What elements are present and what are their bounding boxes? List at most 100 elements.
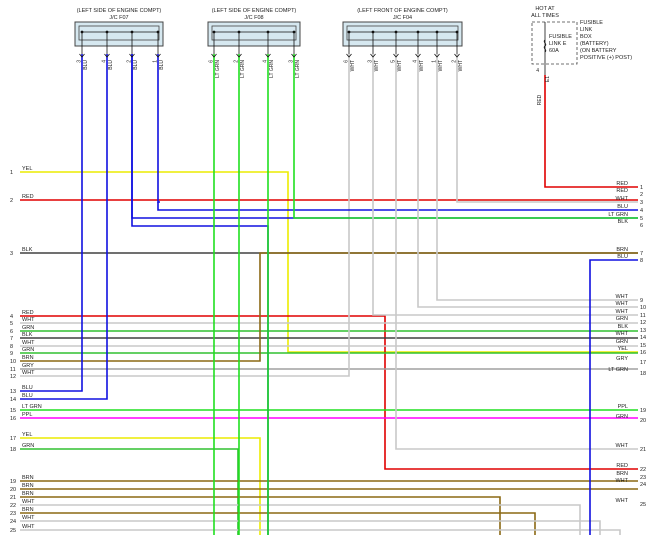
right-wire-label: BLU bbox=[617, 204, 628, 210]
fuse-box-description: POSITIVE (+) POST) bbox=[580, 55, 632, 61]
connector-pin-number: 4 bbox=[102, 60, 108, 63]
wire-blu bbox=[20, 54, 108, 400]
connector-location-label: (LEFT SIDE OF ENGINE COMPT) bbox=[212, 8, 297, 14]
connector-pin-wire-label: LT GRN bbox=[295, 60, 301, 78]
connector-pin-wire-label: BLU bbox=[133, 60, 139, 70]
splice-dot bbox=[455, 30, 459, 34]
splice-dot bbox=[156, 30, 160, 34]
connector-pin-number: 2 bbox=[127, 60, 133, 63]
splice-dot bbox=[347, 30, 351, 34]
pin-chevron bbox=[370, 53, 376, 58]
left-wire-number: 18 bbox=[10, 447, 16, 453]
splice-dot bbox=[371, 30, 375, 34]
right-wire-label: PPL bbox=[618, 404, 628, 410]
pin-chevron bbox=[265, 53, 271, 58]
left-wire-number: 4 bbox=[10, 314, 13, 320]
fusible-link-symbol bbox=[543, 39, 547, 53]
pin-chevron bbox=[454, 53, 460, 58]
right-wire-label: YEL bbox=[618, 346, 628, 352]
connector-pin-number: 2 bbox=[452, 60, 458, 63]
connector-id-label: J/C F08 bbox=[244, 15, 263, 21]
left-wire-label: BLU bbox=[22, 385, 33, 391]
pin-chevron bbox=[415, 53, 421, 58]
connector-pin-number: 6 bbox=[209, 60, 215, 63]
right-wire-number: 18 bbox=[640, 371, 646, 377]
right-wire-label: RED bbox=[616, 463, 628, 469]
connector-pin-number: 4 bbox=[413, 60, 419, 63]
connector-inner-frame bbox=[211, 25, 297, 41]
left-wire-label: BLU bbox=[22, 393, 33, 399]
right-wire-number: 2 bbox=[640, 192, 643, 198]
connector-pin-wire-label: LT GRN bbox=[240, 60, 246, 78]
connector-pin-wire-label: BLU bbox=[159, 60, 165, 70]
right-wire-number: 23 bbox=[640, 475, 646, 481]
wire-wht bbox=[456, 54, 638, 203]
hot-at-label: HOT AT bbox=[535, 6, 555, 12]
left-wire-label: WHT bbox=[22, 340, 35, 346]
left-wire-label: GRN bbox=[22, 325, 34, 331]
right-wire-number: 20 bbox=[640, 418, 646, 424]
left-wire-label: WHT bbox=[22, 317, 35, 323]
fusible-link-id: LINK E bbox=[549, 41, 567, 47]
left-wire-label: YEL bbox=[22, 166, 32, 172]
left-wire-label: LT GRN bbox=[22, 404, 42, 410]
left-wire-number: 3 bbox=[10, 251, 13, 257]
left-wire-number: 1 bbox=[10, 170, 13, 176]
right-wire-label: WHT bbox=[615, 478, 628, 484]
right-wire-label: RED bbox=[616, 188, 628, 194]
right-wire-label: WHT bbox=[615, 498, 628, 504]
left-wire-number: 7 bbox=[10, 336, 13, 342]
connector-pin-wire-label: LT GRN bbox=[215, 60, 221, 78]
connector-pin-number: 1 bbox=[153, 60, 159, 63]
right-wire-label: WHT bbox=[615, 294, 628, 300]
connector-inner-frame bbox=[346, 25, 459, 41]
right-wire-label: GRY bbox=[616, 356, 628, 362]
fuse-box-description: (BATTERY) bbox=[580, 41, 609, 47]
connector-pin-wire-label: WHT bbox=[419, 60, 425, 71]
right-wire-label: BRN bbox=[616, 471, 628, 477]
left-wire-number: 20 bbox=[10, 487, 16, 493]
connector-id-label: J/C F04 bbox=[393, 15, 412, 21]
left-wire-number: 23 bbox=[10, 511, 16, 517]
left-wire-label: BRN bbox=[22, 475, 34, 481]
left-wire-label: GRN bbox=[22, 443, 34, 449]
connector-pin-wire-label: WHT bbox=[374, 60, 380, 71]
wire-blu bbox=[589, 259, 638, 535]
right-wire-number: 3 bbox=[640, 200, 643, 206]
right-wire-number: 16 bbox=[640, 350, 646, 356]
connector-inner-frame bbox=[78, 25, 160, 41]
connector-pin-wire-label: BLU bbox=[83, 60, 89, 70]
right-wire-label: WHT bbox=[615, 443, 628, 449]
connector-pin-number: 6 bbox=[344, 60, 350, 63]
connector-pin-number: 5 bbox=[391, 60, 397, 63]
right-wire-number: 21 bbox=[640, 447, 646, 453]
vertical-wire-layer bbox=[20, 54, 638, 535]
left-wire-number: 15 bbox=[10, 408, 16, 414]
wire-yel bbox=[20, 171, 638, 353]
left-wire-number: 11 bbox=[10, 367, 16, 373]
right-wire-number: 6 bbox=[640, 223, 643, 229]
fuse-box-description: FUSIBLE bbox=[580, 20, 603, 26]
wire-blu bbox=[131, 54, 269, 535]
pin-chevron bbox=[155, 53, 161, 58]
connector-pin-number: 2 bbox=[234, 60, 240, 63]
right-wire-number: 15 bbox=[640, 343, 646, 349]
connector-pin-number: 4 bbox=[263, 60, 269, 63]
connector-pin-wire-label: WHT bbox=[397, 60, 403, 71]
connector-location-label: (LEFT FRONT OF ENGINE COMPT) bbox=[357, 8, 448, 14]
wire-wht bbox=[20, 520, 601, 535]
right-wire-number: 10 bbox=[640, 305, 646, 311]
right-wire-label: WHT bbox=[615, 301, 628, 307]
left-wire-label: WHT bbox=[22, 370, 35, 376]
connector-pin-number: 1 bbox=[432, 60, 438, 63]
left-wire-number: 6 bbox=[10, 329, 13, 335]
wire-blu bbox=[131, 54, 638, 219]
pin-chevron bbox=[211, 53, 217, 58]
wire-grn bbox=[20, 448, 239, 535]
right-wire-label: WHT bbox=[615, 196, 628, 202]
right-wire-label: GRN bbox=[616, 316, 628, 322]
wire-brn bbox=[20, 512, 536, 535]
fuse-box-description: LINK bbox=[580, 27, 593, 33]
